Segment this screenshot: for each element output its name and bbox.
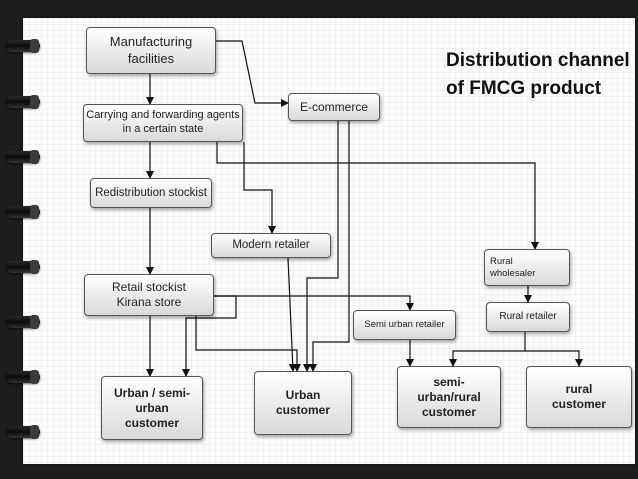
node-label: Carrying and forwarding agents in a cert… [86,109,240,135]
node-redistribution: Redistribution stockist [90,178,212,208]
node-label: E-commerce [299,99,368,114]
node-urban-semi-customer: Urban / semi-urban customer [101,376,203,440]
binder-ring [6,150,40,164]
diagram-title: Distribution channel of FMCG product [446,50,630,99]
node-label: Manufacturing facilities [109,34,193,66]
node-rural-customer: rural customer [526,366,632,428]
node-rural-retailer: Rural retailer [486,302,570,332]
node-label: Semi urban retailer [364,319,445,331]
node-label: rural customer [551,382,607,411]
edge-retail-urban [195,316,301,372]
node-label: Rural wholesaler [490,255,536,279]
node-manufacturing: Manufacturing facilities [86,27,216,74]
node-retail-stockist: Retail stockist Kirana store [84,274,214,316]
node-ecommerce: E-commerce [288,93,380,121]
node-rural-wholesaler: Rural wholesaler [484,249,570,286]
node-label: Urban customer [275,388,331,417]
binder-ring [6,260,40,274]
node-label: Urban / semi-urban customer [113,385,191,430]
node-semi-rural-customer: semi-urban/rural customer [397,366,501,428]
node-label: Modern retailer [232,239,310,252]
node-label: Retail stockist Kirana store [111,280,187,309]
node-modern-retailer: Modern retailer [211,233,331,258]
binder-ring [6,39,40,53]
binder-ring [6,315,40,329]
edge-ecommerce-urban-2 [309,121,350,372]
binder-ring [6,95,40,109]
node-label: Rural retailer [499,310,557,322]
edge-cfa-modern [243,142,276,234]
node-urban-customer: Urban customer [254,371,352,435]
node-cfa: Carrying and forwarding agents in a cert… [83,104,243,142]
node-semi-urban-retailer: Semi urban retailer [353,310,456,340]
binder-ring [6,205,40,219]
edge-ecommerce-urban-1 [303,121,339,372]
edge-ruralretailer-semirural [449,332,526,367]
edge-modern-urban [287,257,297,372]
edge-ruralretailer-rural [525,350,583,367]
edge-cfa-rural-wholesaler [216,142,539,250]
binder-ring [6,370,40,384]
edge-retail-semi-retailer [214,295,414,311]
node-label: Redistribution stockist [95,186,207,199]
edge-manufacturing-ecommerce [216,40,289,107]
node-label: semi-urban/rural customer [417,374,481,419]
binder-ring [6,425,40,439]
